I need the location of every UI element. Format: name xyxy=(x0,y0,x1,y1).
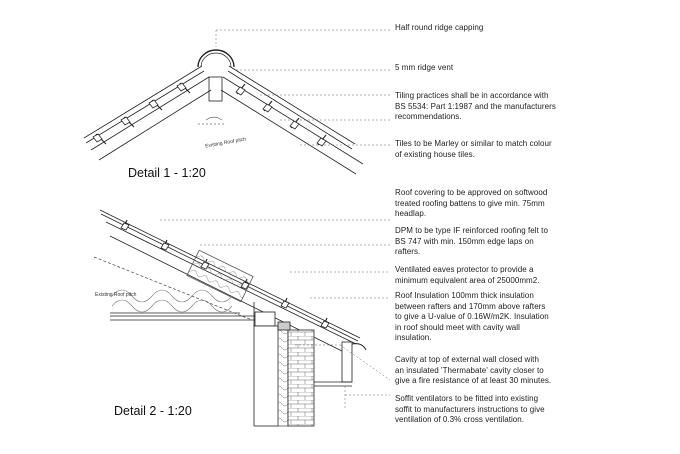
tiles-right xyxy=(227,65,356,150)
inner-leaf xyxy=(253,325,279,427)
note-cavity-closer: Cavity at top of external wall closed wi… xyxy=(395,355,552,385)
note-tiling-practice: Tiling practices shall be in accordance … xyxy=(395,91,556,121)
insulation-above-rafter xyxy=(186,249,254,303)
ridge-detail xyxy=(83,49,364,175)
leaders-detail1 xyxy=(215,29,390,146)
leaders-detail2 xyxy=(160,219,391,410)
note-roof-covering: Roof covering to be approved on softwood… xyxy=(395,188,548,218)
rafter-left xyxy=(90,76,212,161)
outer-brick-leaf xyxy=(287,329,315,427)
cavity-insulation xyxy=(277,325,289,427)
existing-pitch-line xyxy=(93,256,253,321)
ceiling-insulation xyxy=(110,289,260,321)
note-tiles-marley: Tiles to be Marley or similar to match c… xyxy=(395,139,552,159)
note-eaves-protector: Ventilated eaves protector to provide a … xyxy=(395,265,540,285)
detail2-title: Detail 2 - 1:20 xyxy=(114,404,192,418)
ridge-board xyxy=(208,76,223,102)
rafter-right xyxy=(220,76,364,175)
note-ridge-vent: 5 mm ridge vent xyxy=(395,63,454,72)
wall-plate xyxy=(254,311,276,327)
detail2-existing-pitch-label: Existing Roof pitch xyxy=(95,292,137,298)
eaves-detail xyxy=(93,209,367,427)
note-roof-insulation: Roof Insulation 100mm thick insulation b… xyxy=(395,291,549,342)
tiles-left xyxy=(83,65,205,145)
note-dpm: DPM to be type IF reinforced roofing fel… xyxy=(395,226,548,256)
detail1-title: Detail 1 - 1:20 xyxy=(128,166,206,180)
note-soffit-ventilators: Soffit ventilators to be fitted into exi… xyxy=(395,394,545,424)
cavity-closer xyxy=(277,321,291,331)
note-ridge-capping: Half round ridge capping xyxy=(395,23,484,32)
fascia xyxy=(341,341,353,383)
gutter xyxy=(351,343,367,351)
ridge-capping xyxy=(197,49,235,68)
